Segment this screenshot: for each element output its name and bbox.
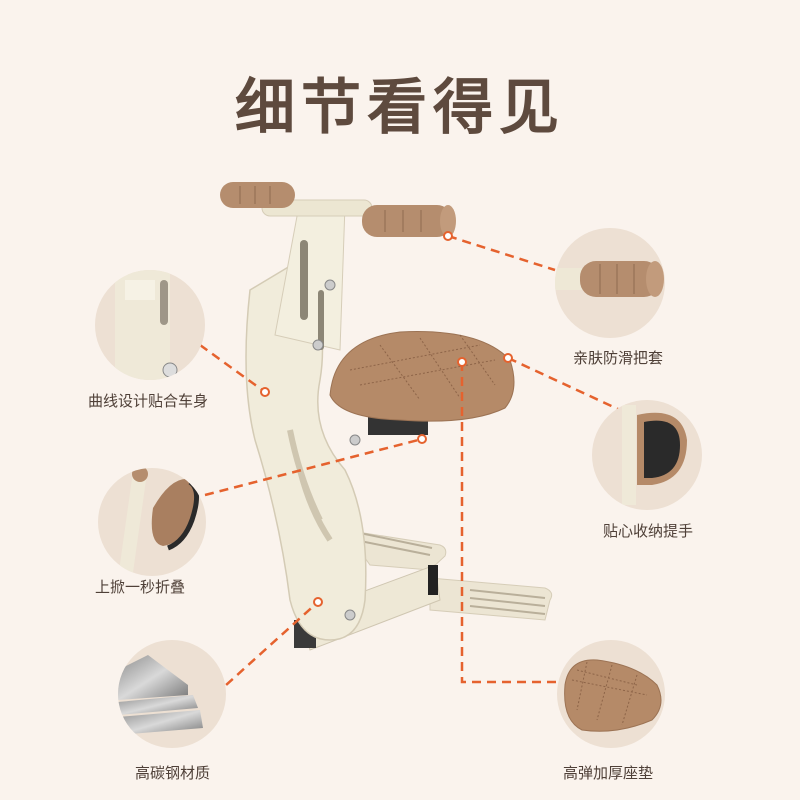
grip-right — [362, 205, 456, 237]
feature-cushion-image — [557, 640, 665, 748]
feature-curve-image — [95, 270, 205, 380]
feature-cushion-label: 高弹加厚座垫 — [563, 764, 654, 782]
feature-steel-label: 高碳钢材质 — [135, 764, 211, 782]
feature-grip-image — [555, 228, 665, 338]
seat — [329, 331, 515, 422]
feature-curve-label: 曲线设计贴合车身 — [88, 392, 209, 410]
feature-handle-image — [592, 400, 702, 510]
feature-fold-image — [98, 468, 206, 576]
feature-steel-image — [118, 640, 226, 748]
feature-fold-label: 上掀一秒折叠 — [95, 578, 186, 596]
page-title: 细节看得见 — [235, 73, 565, 143]
grip-left — [220, 182, 295, 208]
feature-handle-label: 贴心收纳提手 — [603, 522, 694, 540]
feature-grip-label: 亲肤防滑把套 — [573, 349, 664, 367]
